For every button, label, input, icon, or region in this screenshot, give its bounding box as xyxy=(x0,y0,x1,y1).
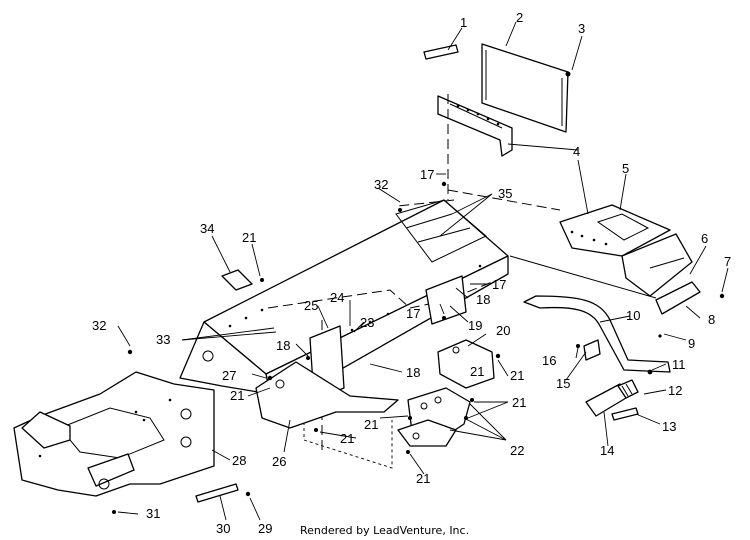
callout-17-a: 17 xyxy=(420,167,434,182)
part-29-bolt xyxy=(245,491,251,497)
callout-34: 34 xyxy=(200,221,214,236)
callout-21-c: 21 xyxy=(512,395,526,410)
callout-10: 10 xyxy=(626,308,640,323)
part-15-clip xyxy=(583,339,601,361)
callout-32-a: 32 xyxy=(374,177,388,192)
callout-32-b: 32 xyxy=(92,318,106,333)
callout-4: 4 xyxy=(573,144,580,159)
callout-13: 13 xyxy=(662,419,676,434)
callout-21-a: 21 xyxy=(242,230,256,245)
callout-24: 24 xyxy=(330,290,344,305)
callout-labels: 1 2 3 4 5 6 7 8 9 10 11 12 13 14 15 16 1… xyxy=(92,10,731,536)
part-28-footrest xyxy=(13,371,215,497)
callout-30: 30 xyxy=(216,521,230,536)
callout-19: 19 xyxy=(468,318,482,333)
callout-14: 14 xyxy=(600,443,614,458)
part-34-plate xyxy=(221,269,253,291)
callout-21-d: 21 xyxy=(364,417,378,432)
part-5-plate xyxy=(559,204,671,257)
callout-18-a: 18 xyxy=(476,292,490,307)
part-4-bracket xyxy=(437,95,513,157)
part-30-strip xyxy=(195,483,239,503)
callout-27: 27 xyxy=(222,368,236,383)
callout-18-b: 18 xyxy=(276,338,290,353)
callout-3: 3 xyxy=(578,21,585,36)
part-3-bolt xyxy=(565,71,571,77)
part-13-plate xyxy=(611,407,639,421)
callout-11: 11 xyxy=(672,357,686,372)
callout-21-g: 21 xyxy=(416,471,430,486)
part-20-bracket xyxy=(437,339,495,389)
leader-lines xyxy=(117,21,729,521)
footer-credit: Rendered by LeadVenture, Inc. xyxy=(300,524,469,537)
part-16-bolt xyxy=(576,344,580,348)
part-7-bolt xyxy=(719,293,725,299)
callout-26: 26 xyxy=(272,454,286,469)
callout-21-b: 21 xyxy=(510,368,524,383)
callout-33: 33 xyxy=(156,332,170,347)
part-8-bracket xyxy=(655,281,701,315)
part-27-bolt xyxy=(267,375,273,381)
callout-29: 29 xyxy=(258,521,272,536)
callout-20: 20 xyxy=(496,323,510,338)
callout-21-f: 21 xyxy=(230,388,244,403)
callout-25: 25 xyxy=(304,298,318,313)
part-31-bolt xyxy=(112,510,116,514)
callout-5: 5 xyxy=(622,161,629,176)
callout-17-b: 17 xyxy=(492,277,506,292)
callout-7: 7 xyxy=(724,254,731,269)
part-26-channel xyxy=(255,361,399,429)
part-11-nut xyxy=(647,369,653,375)
callout-23: 23 xyxy=(360,315,374,330)
callout-16: 16 xyxy=(542,353,556,368)
callout-21-h: 21 xyxy=(470,364,484,379)
callout-1: 1 xyxy=(460,15,467,30)
callout-31: 31 xyxy=(146,506,160,521)
callout-21-e: 21 xyxy=(340,431,354,446)
callout-2: 2 xyxy=(516,10,523,25)
callout-22: 22 xyxy=(510,443,524,458)
callout-15: 15 xyxy=(556,376,570,391)
part-12-pad xyxy=(617,379,639,399)
part-9-screw xyxy=(658,334,662,338)
part-1-plate xyxy=(423,44,459,60)
callout-28: 28 xyxy=(232,453,246,468)
callout-8: 8 xyxy=(708,312,715,327)
part-10-handle xyxy=(523,295,671,373)
part-6-side-plate xyxy=(621,233,693,297)
callout-6: 6 xyxy=(701,231,708,246)
callout-9: 9 xyxy=(688,336,695,351)
callout-35: 35 xyxy=(498,186,512,201)
callout-17-c: 17 xyxy=(406,306,420,321)
callout-12: 12 xyxy=(668,383,682,398)
callout-18-c: 18 xyxy=(406,365,420,380)
part-2-panel xyxy=(481,43,569,133)
